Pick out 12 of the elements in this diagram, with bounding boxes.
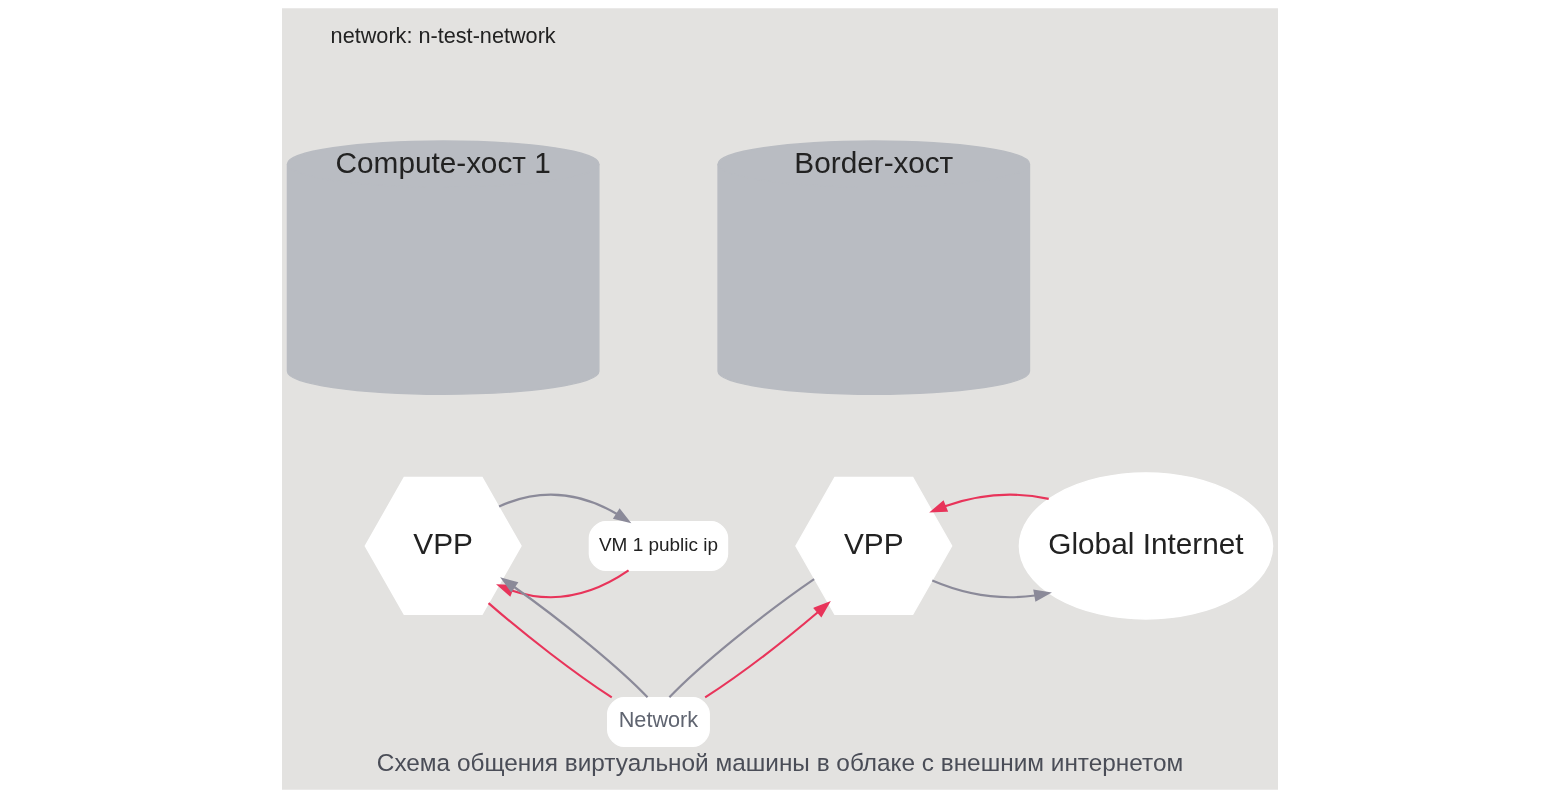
arrow xyxy=(931,579,1052,602)
arrow xyxy=(704,600,831,699)
connector xyxy=(668,578,815,699)
arrow xyxy=(498,493,632,524)
caption: Схема общения виртуальной машины в облаке с внешним интернетом xyxy=(376,749,1184,777)
arrow xyxy=(929,493,1049,513)
node-ellipse: Global Internet xyxy=(1018,472,1274,620)
node-box: VM 1 public ip xyxy=(588,520,729,571)
node-box: Network xyxy=(607,696,710,748)
connector xyxy=(487,602,613,699)
arrow xyxy=(500,577,649,699)
label: network: n-test-network xyxy=(330,23,556,49)
